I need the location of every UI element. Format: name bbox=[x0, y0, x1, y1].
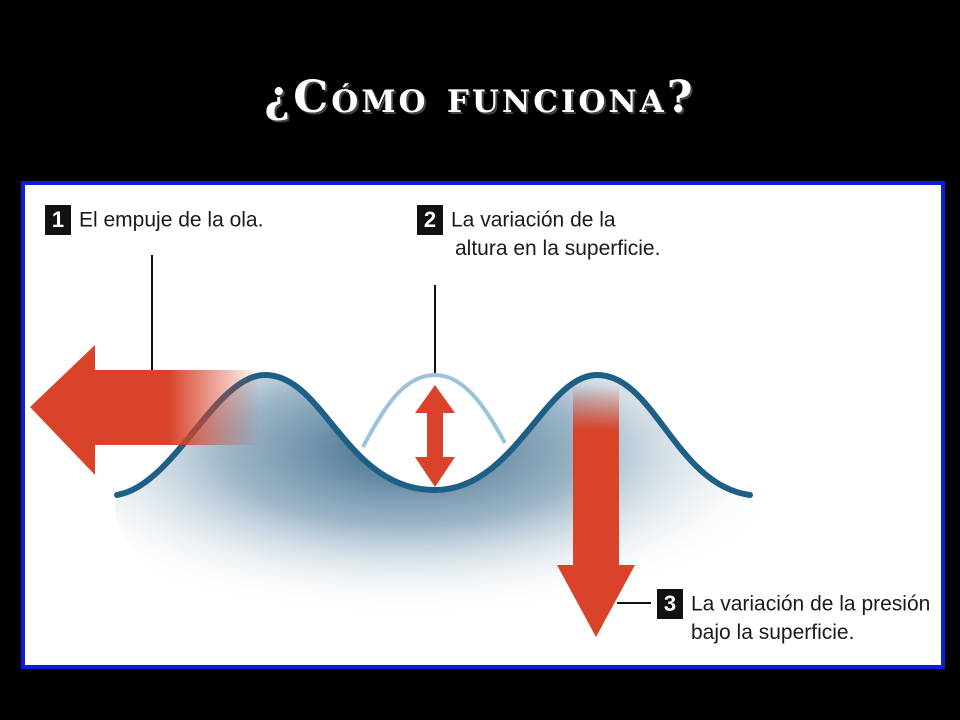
label-2-text-line2: altura en la superficie. bbox=[455, 237, 661, 260]
label-1-text: El empuje de la ola. bbox=[79, 208, 264, 232]
label-2-text-line1: La variación de la bbox=[451, 208, 616, 232]
left-arrow-icon bbox=[30, 345, 260, 475]
double-arrow-icon bbox=[415, 385, 455, 487]
label-2-number: 2 bbox=[417, 205, 443, 235]
label-3-number: 3 bbox=[657, 589, 683, 619]
label-3-text-line2: bajo la superficie. bbox=[691, 621, 855, 644]
page-title: ¿Cómo funciona? bbox=[264, 72, 696, 123]
label-1: 1 El empuje de la ola. bbox=[45, 205, 263, 235]
label-1-number: 1 bbox=[45, 205, 71, 235]
wave-diagram bbox=[30, 255, 766, 645]
label-2: 2 La variación de la altura en la superfi… bbox=[417, 205, 660, 262]
down-arrow-icon bbox=[557, 385, 635, 637]
light-wave-crest bbox=[361, 372, 507, 448]
label-3-text-line1: La variación de la presión bbox=[691, 592, 931, 616]
diagram-panel: 1 El empuje de la ola. 2 La variación de l… bbox=[21, 181, 945, 669]
label-3: 3 La variación de la presión bajo la supe… bbox=[657, 589, 930, 646]
